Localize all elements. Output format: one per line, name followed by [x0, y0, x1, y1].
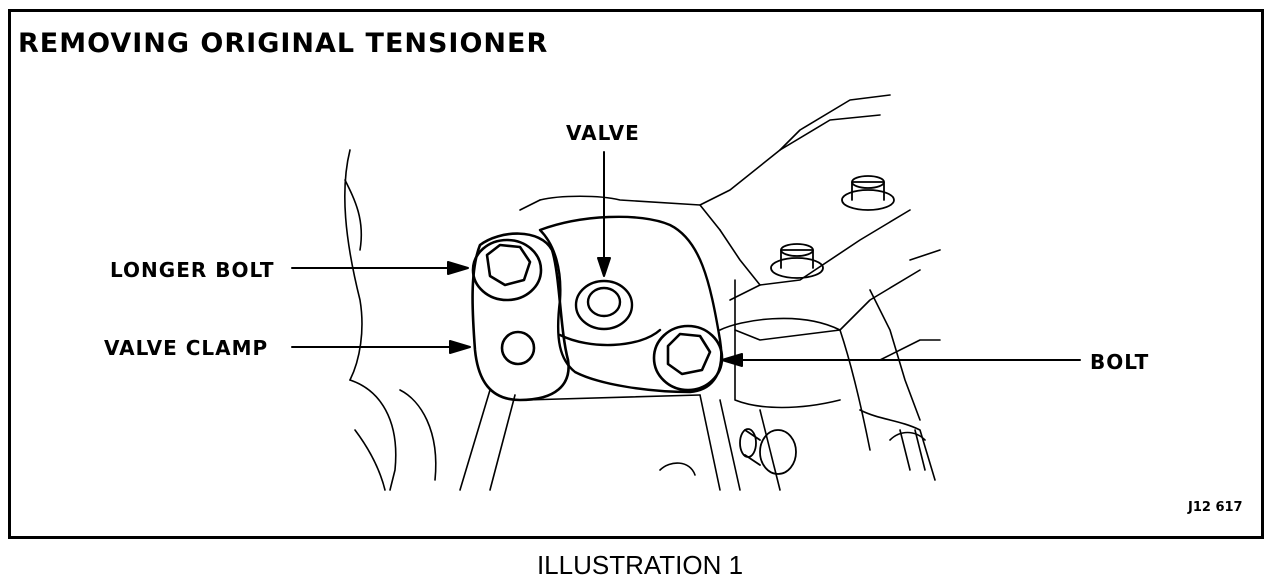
lower-right-bolt: [739, 428, 797, 475]
valve-clamp-arrowhead: [449, 340, 471, 354]
leader-arrows: [291, 151, 1081, 367]
tensioner-body: [538, 215, 723, 394]
valve-clamp: [471, 232, 570, 402]
valve-clamp-label: VALVE CLAMP: [104, 336, 269, 360]
valve: [574, 279, 634, 331]
manifold-bolt-lower: [770, 243, 824, 279]
illustration-frame: [8, 9, 1264, 539]
valve-arrowhead: [597, 257, 611, 277]
figure-caption: ILLUSTRATION 1: [536, 550, 744, 580]
figure-code: J12 617: [1188, 500, 1243, 515]
engine-block-outline: [344, 94, 941, 491]
bolt-arrowhead: [721, 353, 743, 367]
bolt-label: BOLT: [1090, 350, 1150, 374]
diagram-title: REMOVING ORIGINAL TENSIONER: [18, 28, 549, 59]
longer-bolt: [471, 238, 543, 302]
valve-label: VALVE: [566, 121, 640, 145]
longer-bolt-label: LONGER BOLT: [110, 258, 275, 282]
manifold-bolt-upper: [841, 175, 895, 211]
bolt: [652, 324, 724, 392]
longer-bolt-arrowhead: [447, 261, 469, 275]
